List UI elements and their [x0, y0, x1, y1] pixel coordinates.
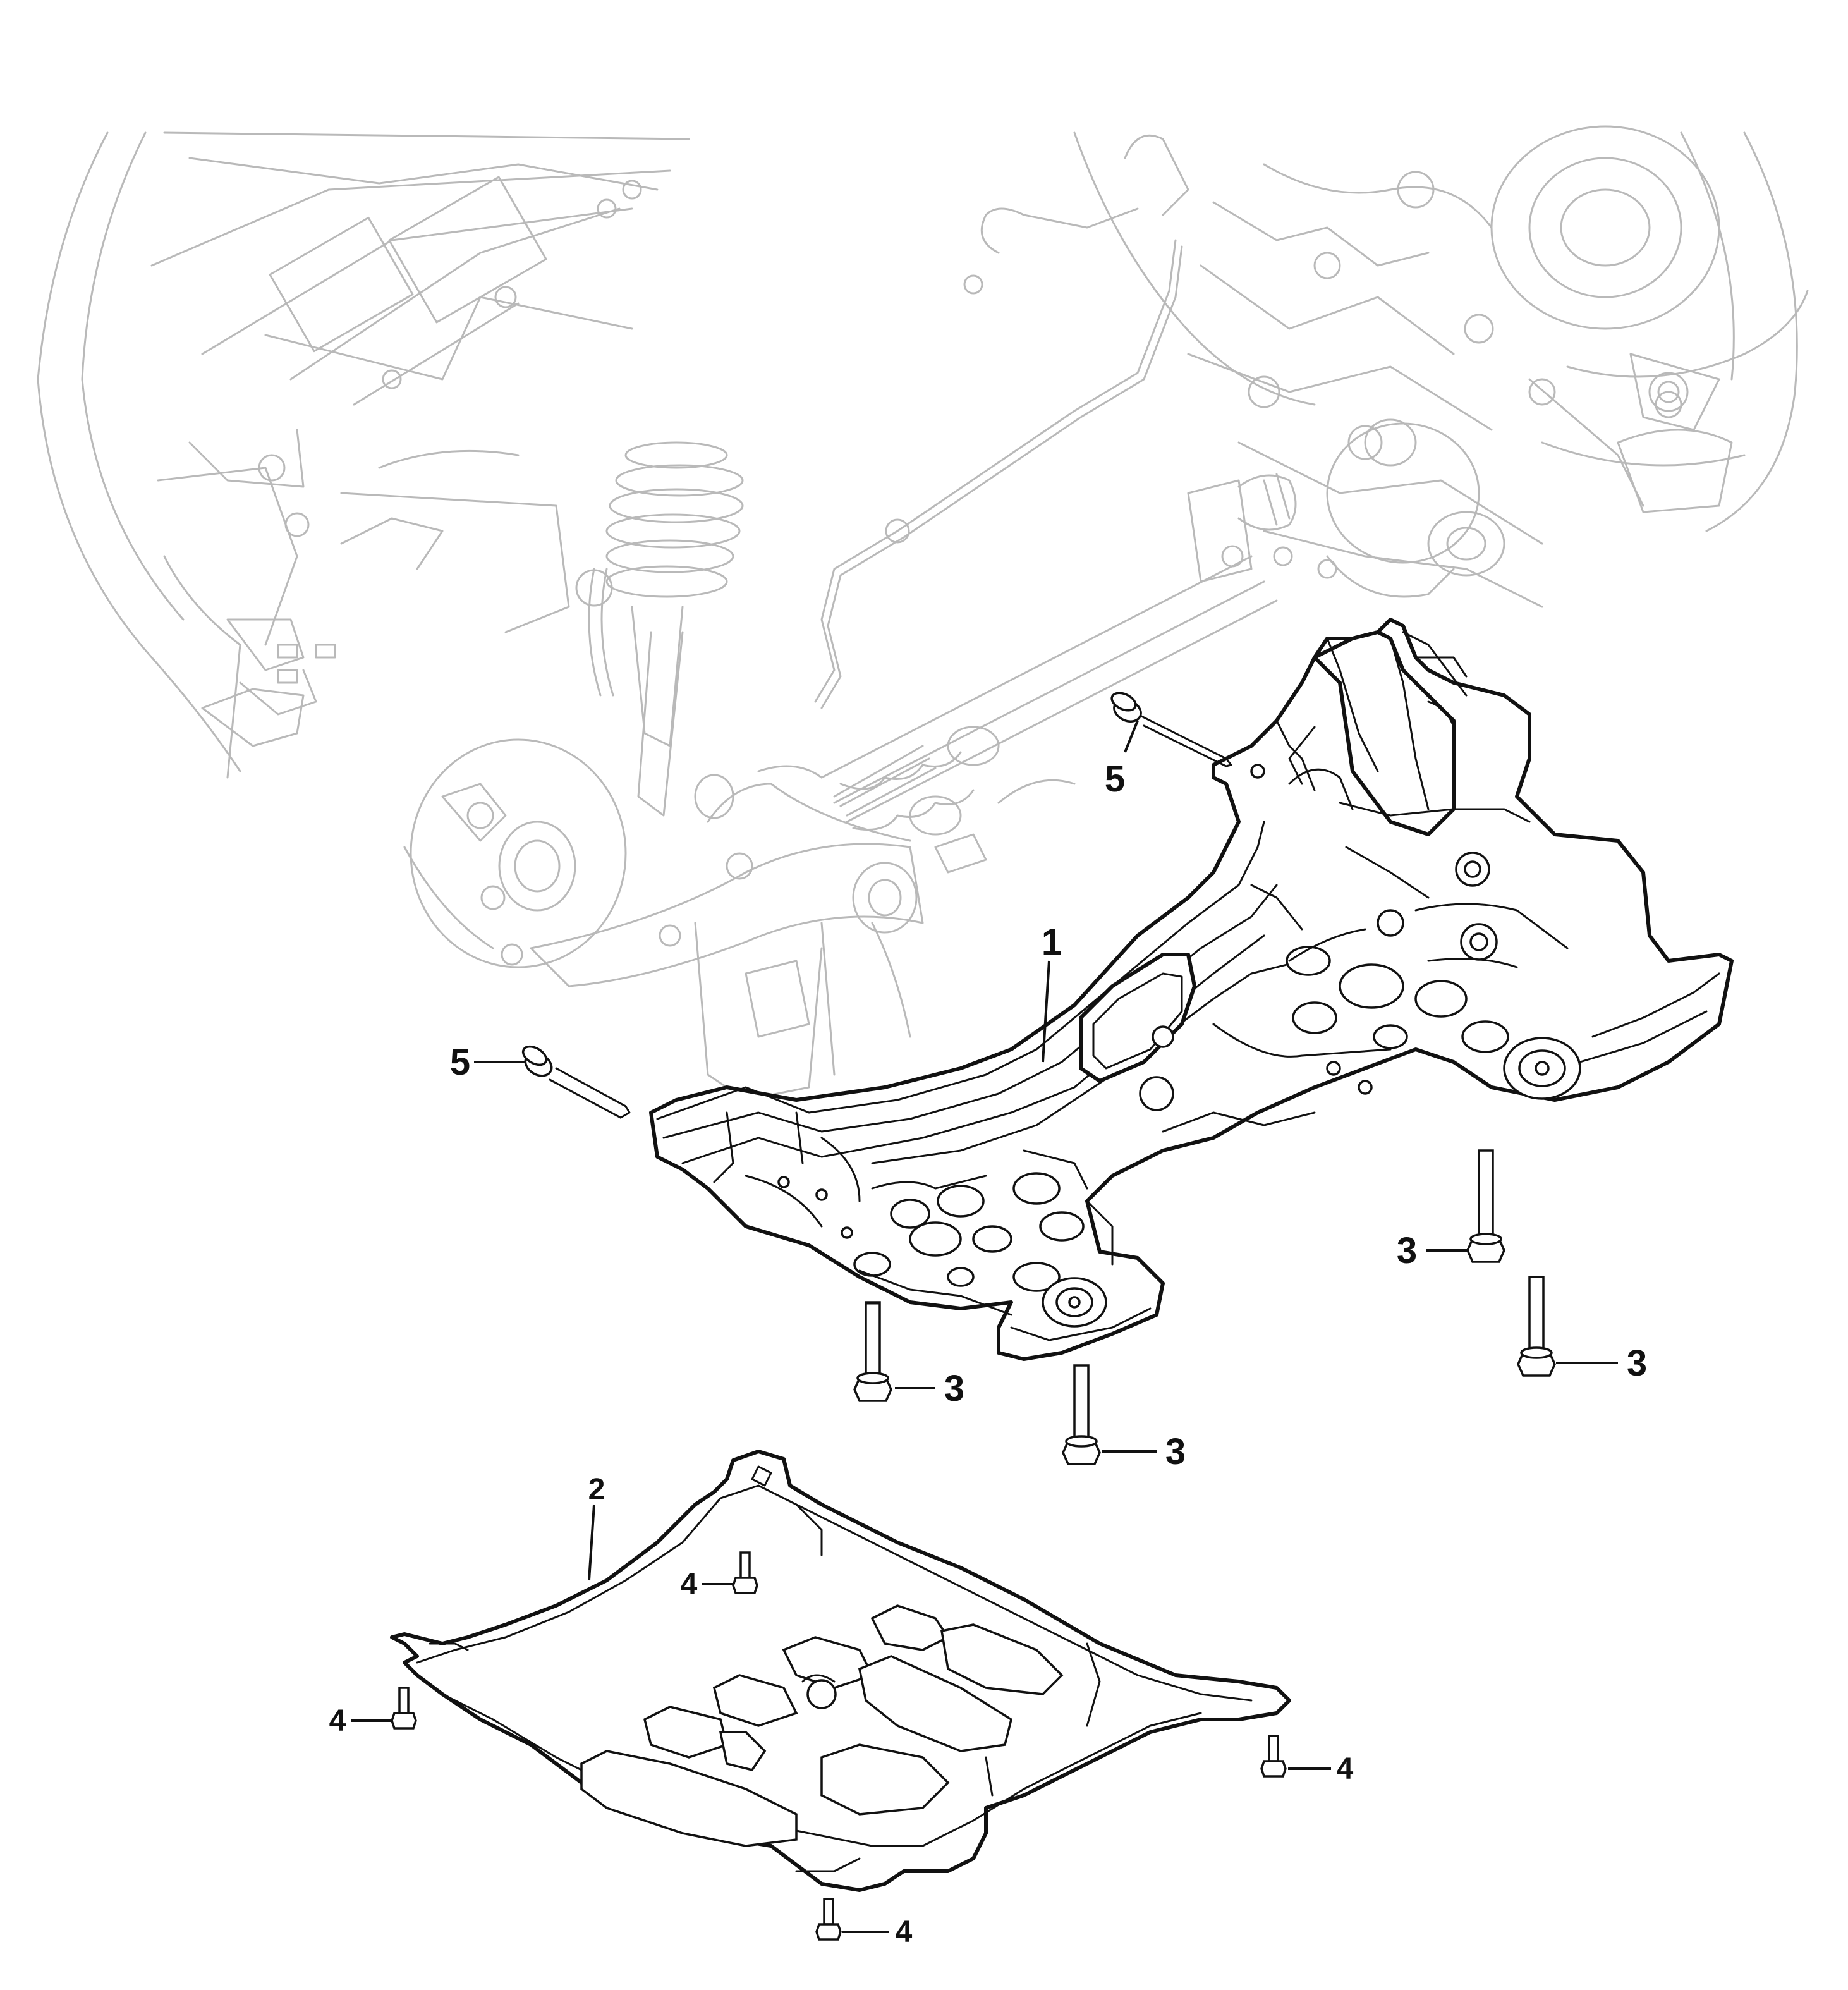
- left-strut-spring-ghost: [575, 441, 744, 817]
- front-bumper-ghost: [37, 131, 690, 779]
- bolt-3-center: [1062, 1364, 1101, 1465]
- steering-rack-ghost: [757, 555, 1278, 874]
- bolt-4-right: [1260, 1735, 1287, 1778]
- front-subframe-part-1: [649, 618, 1734, 1361]
- brake-line-ghost: [588, 207, 1183, 709]
- callout-2: 2: [588, 1473, 605, 1506]
- callout-4-left: 4: [329, 1704, 346, 1738]
- callout-4-bottom: 4: [896, 1915, 913, 1949]
- bolt-3-right-upper: [1466, 1149, 1505, 1263]
- callout-labels: 1 2 3 3 3 3 4 4 4 4 5 5: [329, 759, 1647, 1949]
- leader-2: [588, 1504, 595, 1581]
- bolt-4-bottom: [815, 1898, 842, 1941]
- right-knuckle-hub-ghost: [1187, 418, 1505, 598]
- leader-lines: [351, 720, 1618, 1933]
- callout-3-right-upper: 3: [1397, 1230, 1417, 1271]
- callout-5-upper: 5: [1105, 759, 1125, 800]
- leader-5-upper: [1124, 720, 1139, 753]
- bolt-5-upper: [1110, 692, 1232, 767]
- right-inner-fender-ghost: [1541, 290, 1809, 467]
- callout-3-left: 3: [944, 1368, 964, 1409]
- bolt-3-right-lower: [1517, 1276, 1556, 1377]
- callout-3-center: 3: [1165, 1431, 1186, 1472]
- callout-5-left: 5: [450, 1042, 470, 1083]
- callout-4-right: 4: [1337, 1752, 1354, 1786]
- under-shield-part-2: [390, 1450, 1291, 1892]
- callout-3-right-lower: 3: [1627, 1343, 1647, 1384]
- callout-1: 1: [1042, 922, 1062, 963]
- left-knuckle-hub-ghost: [403, 738, 627, 968]
- vehicle-context-ghost: [37, 125, 1809, 1101]
- leader-1: [1042, 960, 1050, 1063]
- callout-4-top: 4: [681, 1568, 698, 1601]
- bolt-4-left: [391, 1687, 417, 1730]
- right-strut-tower-ghost: [1073, 125, 1798, 608]
- bolt-5-left: [521, 1045, 631, 1119]
- bolt-3-left: [853, 1301, 892, 1402]
